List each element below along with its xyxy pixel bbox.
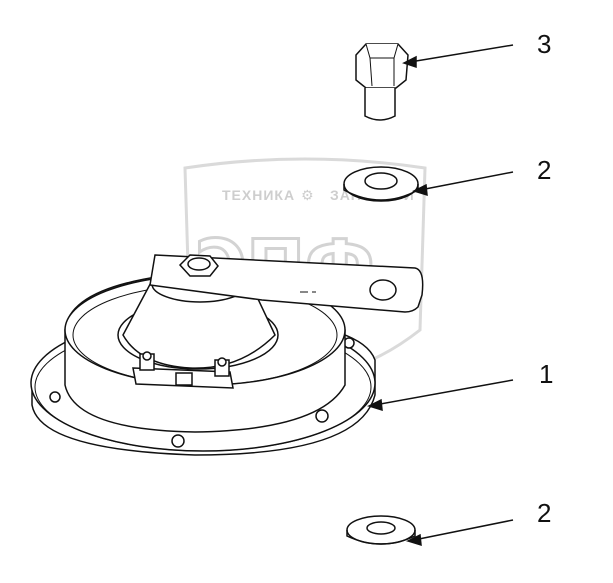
- callout-label-washer-bottom: 2: [537, 498, 551, 528]
- terminal-block: [132, 351, 234, 389]
- arrowhead: [411, 183, 428, 197]
- flange-hole: [315, 409, 329, 423]
- callout-label-bolt: 3: [537, 29, 551, 59]
- leader-line-washer-bottom: [413, 519, 514, 541]
- leader-line-horn: [374, 379, 514, 406]
- leader-line-washer-top: [419, 171, 514, 191]
- gear-icon: ⚙: [301, 188, 314, 204]
- mounting-bracket: [149, 254, 424, 313]
- watermark-text-left: ТЕХНИКА: [222, 187, 295, 203]
- flange-hole: [49, 391, 61, 403]
- washer-top: [343, 166, 419, 202]
- callout-label-washer-top: 2: [537, 155, 551, 185]
- bracket-nut: [178, 254, 219, 277]
- washer-bottom: [346, 515, 416, 545]
- horn-assembly: [30, 254, 424, 456]
- callout-label-horn: 1: [539, 359, 553, 389]
- flange-hole: [171, 434, 185, 448]
- leader-line-bolt: [409, 44, 514, 63]
- arrowhead: [366, 398, 383, 412]
- bolt: [355, 43, 409, 121]
- leader-lines: [366, 44, 514, 547]
- arrowhead: [405, 533, 422, 547]
- arrowhead: [402, 55, 417, 69]
